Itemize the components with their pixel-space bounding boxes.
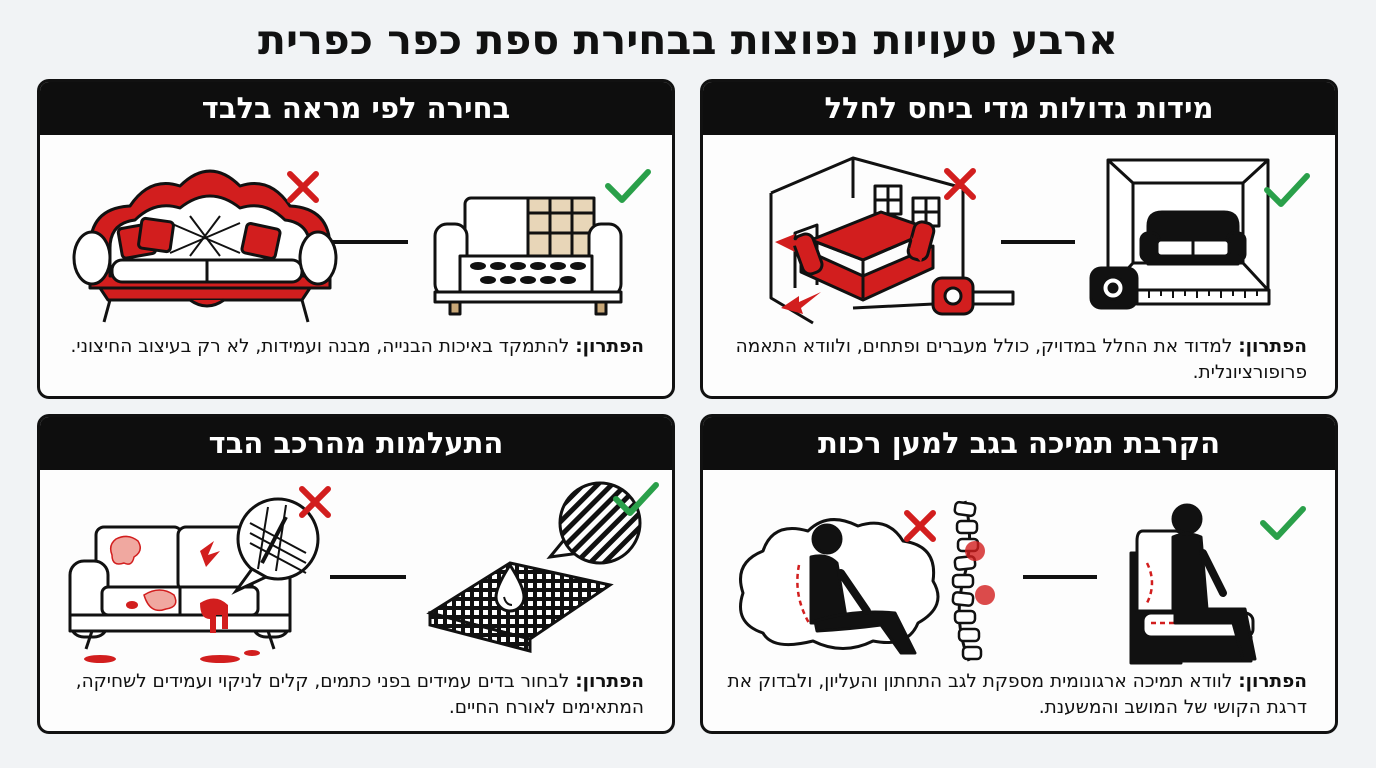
card-illustration — [40, 138, 672, 334]
x-icon — [904, 510, 936, 542]
check-icon — [613, 482, 659, 516]
arrow-icon — [775, 234, 925, 314]
person-seated-upright-supportive-chair-icon — [1129, 503, 1257, 665]
person-slumped-on-soft-cloud-with-spine-pain-icon — [739, 518, 940, 655]
stain-icon — [109, 535, 177, 612]
x-icon — [287, 171, 319, 203]
solution-label: הפתרון: — [575, 671, 644, 692]
solution-text: הפתרון: למדוד את החלל במדויק, כולל מעברי… — [717, 334, 1307, 386]
sofa-with-visible-frame-and-springs-icon — [433, 196, 623, 316]
card-illustration — [703, 138, 1335, 334]
torn-fabric-magnifier-icon — [231, 497, 320, 595]
sofa-in-room-with-tape-measure-icon — [1089, 158, 1271, 310]
solution-body: לבחור בדים עמידים בפני כתמים, קלים לניקו… — [75, 671, 644, 718]
solution-text: הפתרון: לבחור בדים עמידים בפני כתמים, קל… — [54, 669, 644, 721]
pain-point-icon — [975, 585, 995, 605]
pain-point-icon — [965, 541, 985, 561]
card-support-mistake: הקרבת תמיכה בגב למען רכות — [700, 414, 1338, 734]
oversized-sofa-in-small-room-icon — [769, 156, 1015, 325]
solution-label: הפתרון: — [575, 336, 644, 357]
solution-body: למדוד את החלל במדויק, כולל מעברים ופתחים… — [735, 336, 1307, 383]
x-icon — [299, 486, 331, 518]
card-heading: מידות גדולות מדי ביחס לחלל — [703, 82, 1335, 135]
solution-label: הפתרון: — [1238, 671, 1307, 692]
x-icon — [944, 168, 976, 200]
card-heading: בחירה לפי מראה בלבד — [40, 82, 672, 135]
spine-icon — [951, 500, 983, 662]
water-repellent-woven-fabric-icon — [426, 481, 642, 653]
card-size-mistake: מידות גדולות מדי ביחס לחלל — [700, 79, 1338, 399]
card-heading: התעלמות מהרכב הבד — [40, 417, 672, 470]
card-fabric-mistake: התעלמות מהרכב הבד — [37, 414, 675, 734]
card-illustration — [703, 473, 1335, 669]
check-icon — [1264, 173, 1310, 207]
check-icon — [605, 169, 651, 203]
solution-body: להתמקד באיכות הבנייה, מבנה ועמידות, לא ר… — [70, 336, 570, 357]
card-looks-mistake: בחירה לפי מראה בלבד — [37, 79, 675, 399]
stain-icon — [84, 541, 260, 663]
page-title: ארבע טעויות נפוצות בבחירת ספת כפר כפרית — [258, 16, 1118, 64]
check-icon — [1260, 506, 1306, 540]
solution-text: הפתרון: להתמקד באיכות הבנייה, מבנה ועמיד… — [54, 334, 644, 360]
ornate-baroque-sofa-icon — [72, 169, 338, 323]
solution-label: הפתרון: — [1238, 336, 1307, 357]
card-heading: הקרבת תמיכה בגב למען רכות — [703, 417, 1335, 470]
solution-body: לוודא תמיכה ארגונומית מספקת לגב התחתון ו… — [727, 671, 1307, 718]
card-illustration — [40, 473, 672, 669]
solution-text: הפתרון: לוודא תמיכה ארגונומית מספקת לגב … — [717, 669, 1307, 721]
